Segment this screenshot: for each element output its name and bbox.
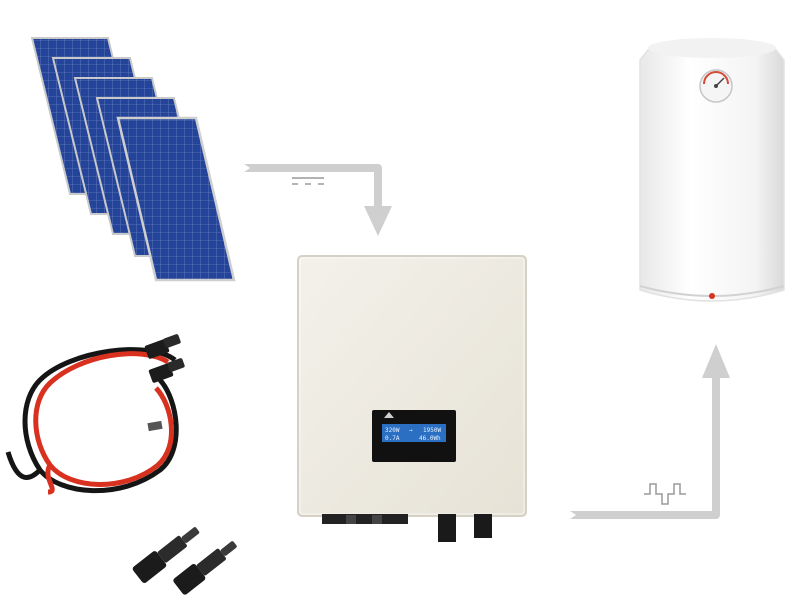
indicator-light-icon xyxy=(709,293,715,299)
lcd-line1-arrow: → xyxy=(409,427,413,434)
mc4-connectors xyxy=(132,527,237,595)
dc-symbol-icon xyxy=(292,177,324,185)
ac-flow-arrow xyxy=(564,344,730,523)
lcd-line2-left: 0.7A xyxy=(385,435,400,442)
mc4-connector-icon xyxy=(144,334,185,383)
solar-cable xyxy=(5,334,185,495)
ac-square-wave-icon xyxy=(644,483,686,505)
inverter-display: 320W → 1950W 0.7A 46.0Wh xyxy=(372,410,456,462)
dc-flow-arrow xyxy=(238,160,392,236)
inverter: 320W → 1950W 0.7A 46.0Wh xyxy=(297,255,527,542)
lcd-line1-left: 320W xyxy=(385,427,400,434)
solar-panels xyxy=(30,37,236,282)
lcd-line2-right: 46.0Wh xyxy=(419,435,441,442)
brand-logo-icon xyxy=(384,412,394,418)
solar-panel xyxy=(116,116,236,282)
lcd-line1-right: 1950W xyxy=(423,427,441,434)
water-heater xyxy=(639,38,785,302)
thermostat-dial-icon xyxy=(699,69,733,103)
